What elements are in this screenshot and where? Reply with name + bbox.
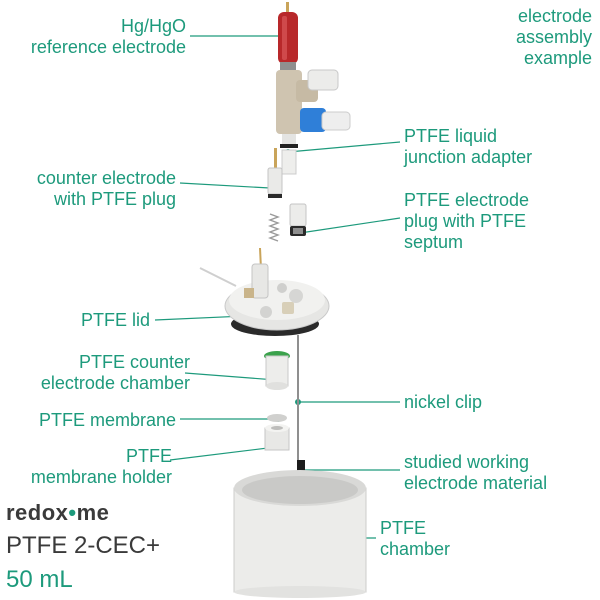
label-junction-adapter-line2: junction adapter — [404, 147, 533, 167]
label-ref-electrode-line1: Hg/HgO — [120, 16, 186, 36]
label-membrane: PTFE membrane — [39, 410, 176, 431]
label-ref-electrode: Hg/HgO reference electrode — [31, 16, 186, 58]
label-example-line2: assembly — [515, 27, 592, 47]
label-example-line1: electrode — [517, 6, 592, 26]
brand-logo: redox•me — [6, 500, 109, 526]
label-counter-chamber-line1: PTFE counter — [78, 352, 190, 372]
label-membrane-holder: PTFE membrane holder — [31, 446, 172, 488]
label-example-line3: example — [523, 48, 592, 68]
leader-membrane-holder — [169, 446, 277, 461]
label-working-electrode-line1: studied working — [404, 452, 530, 472]
label-example: electrode assembly example — [516, 6, 592, 69]
label-counter-electrode-line2: with PTFE plug — [53, 189, 176, 209]
label-counter-chamber-line2: electrode chamber — [40, 373, 190, 393]
label-working-electrode: studied working electrode material — [404, 452, 547, 494]
working-electrode-part — [297, 460, 305, 480]
leader-counter-electrode — [179, 182, 271, 189]
counter-electrode-part — [267, 148, 283, 242]
leader-electrode-plug — [299, 217, 401, 234]
product-volume: 50 mL — [6, 566, 73, 593]
brand-dot: • — [68, 500, 77, 525]
label-ref-electrode-line2: reference electrode — [30, 37, 186, 57]
label-counter-chamber: PTFE counter electrode chamber — [41, 352, 190, 394]
reference-electrode-part — [278, 2, 298, 72]
label-working-electrode-line2: electrode material — [404, 473, 548, 493]
label-membrane-line1: PTFE membrane — [38, 410, 176, 430]
label-lid: PTFE lid — [81, 310, 150, 331]
leader-counter-chamber — [184, 372, 277, 381]
lid-part — [199, 247, 330, 336]
chamber-part — [233, 470, 367, 598]
label-chamber-line1: PTFE — [380, 518, 427, 538]
label-electrode-plug-line1: PTFE electrode — [404, 190, 530, 210]
brand-suffix: me — [76, 500, 110, 525]
product-name: PTFE 2-CEC+ — [6, 532, 161, 559]
electrode-plug-part — [289, 203, 307, 236]
label-junction-adapter: PTFE liquid junction adapter — [404, 126, 532, 168]
label-membrane-holder-line2: membrane holder — [30, 467, 172, 487]
label-counter-electrode-line1: counter electrode — [36, 168, 176, 188]
brand-prefix: redox — [6, 500, 69, 525]
counter-chamber-part — [264, 335, 299, 460]
leader-junction-adapter — [287, 141, 401, 153]
label-lid-line1: PTFE lid — [80, 310, 150, 330]
label-membrane-holder-line1: PTFE — [125, 446, 172, 466]
label-chamber-line2: chamber — [380, 539, 451, 559]
membrane-part — [264, 414, 290, 451]
label-nickel-clip: nickel clip — [404, 392, 482, 413]
label-counter-electrode: counter electrode with PTFE plug — [37, 168, 176, 210]
label-electrode-plug-line3: septum — [404, 232, 464, 252]
label-chamber: PTFE chamber — [380, 518, 450, 560]
label-nickel-clip-line1: nickel clip — [404, 392, 483, 412]
label-junction-adapter-line1: PTFE liquid — [404, 126, 498, 146]
label-electrode-plug: PTFE electrode plug with PTFE septum — [404, 190, 529, 253]
label-electrode-plug-line2: plug with PTFE — [404, 211, 527, 231]
junction-body-part — [276, 69, 351, 175]
